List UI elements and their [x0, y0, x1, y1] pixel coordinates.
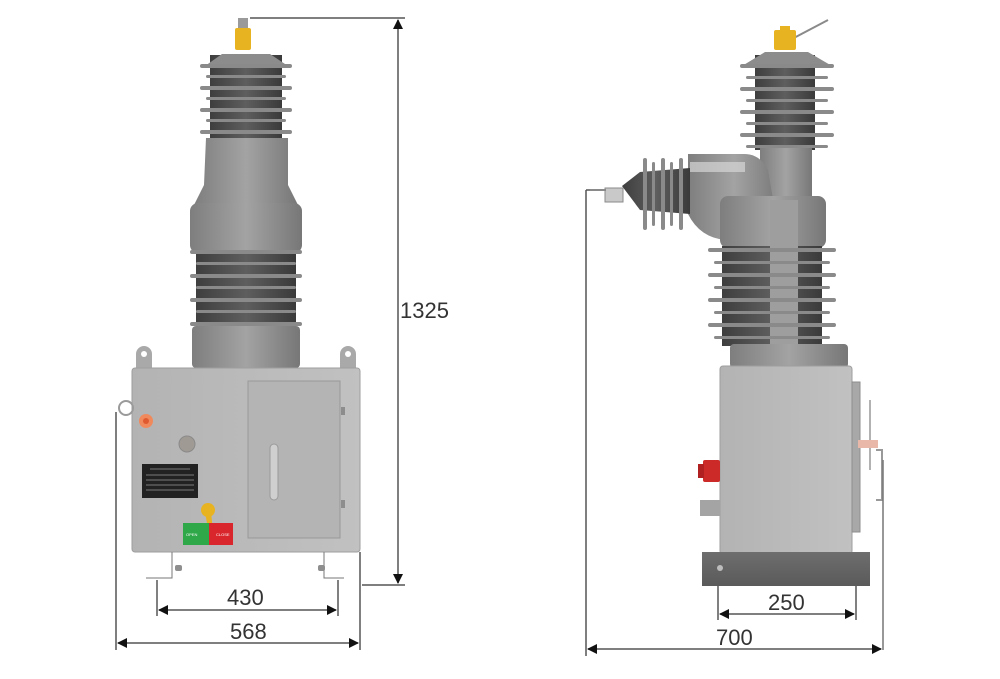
door-handle[interactable] — [269, 443, 279, 501]
upper-housing — [194, 138, 298, 205]
nameplate — [142, 464, 198, 498]
side-linkage — [858, 400, 884, 650]
open-indicator — [183, 523, 209, 545]
close-indicator — [209, 523, 233, 545]
front-dimensions — [115, 17, 405, 650]
height-label: 1325 — [400, 298, 449, 323]
side-control-cabinet — [719, 365, 853, 555]
overall-depth-label: 700 — [716, 625, 753, 650]
operation-counter-icon — [139, 414, 153, 428]
open-close-indicator: OPEN CLOSE — [183, 523, 233, 545]
side-dimensions — [585, 189, 882, 656]
side-bracket — [700, 500, 720, 516]
side-door-edge — [851, 381, 861, 533]
earth-ring — [118, 400, 134, 416]
mounting-width-label: 430 — [227, 585, 264, 610]
side-view — [590, 19, 884, 650]
overall-width-label: 568 — [230, 619, 267, 644]
middle-housing — [190, 203, 302, 253]
close-label: CLOSE — [216, 532, 230, 537]
lower-insulator-sheds — [190, 250, 302, 330]
housing-base — [192, 326, 300, 368]
front-view: OPEN CLOSE — [118, 18, 361, 579]
mounting-bolts — [175, 565, 325, 571]
top-terminal — [235, 18, 251, 50]
upper-insulator-sheds — [200, 54, 292, 145]
side-top-terminal — [774, 19, 829, 50]
open-label: OPEN — [186, 532, 197, 537]
side-bushing-sheds — [590, 158, 690, 230]
cabinet-door[interactable] — [247, 380, 341, 539]
side-emergency-handle[interactable] — [698, 460, 720, 482]
mounting-feet — [146, 552, 344, 579]
side-housing-base — [730, 344, 848, 368]
side-base-plate — [702, 552, 870, 586]
sight-glass — [178, 435, 196, 453]
door-hinges — [341, 407, 345, 508]
side-lower-insulator-sheds — [708, 200, 836, 360]
side-upper-insulator-sheds — [740, 52, 834, 150]
lifting-lugs — [136, 346, 356, 368]
mounting-depth-label: 250 — [768, 590, 805, 615]
